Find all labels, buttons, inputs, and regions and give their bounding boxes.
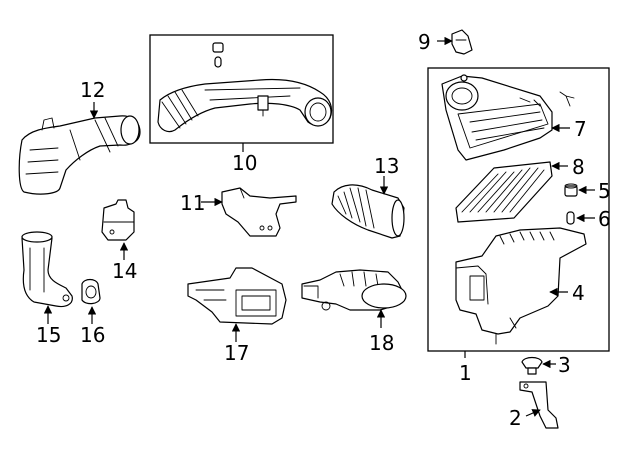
part-3-grommet [521, 356, 543, 375]
callout-13: 13 [374, 154, 399, 178]
callout-2: 2 [509, 406, 522, 430]
callout-11: 11 [180, 191, 205, 215]
part-9-clip [451, 29, 473, 55]
callout-3: 3 [558, 353, 571, 377]
callout-16: 16 [80, 323, 105, 347]
part-15-inlet-pipe [21, 231, 73, 308]
callout-5: 5 [598, 179, 611, 203]
part-14-mount-bracket [101, 199, 135, 241]
part-11-bracket [221, 187, 297, 237]
part-5-grommet [564, 183, 578, 197]
part-18-sensor-housing [301, 269, 407, 311]
part-16-gasket [81, 278, 101, 305]
callout-1: 1 [459, 361, 472, 385]
callout-4: 4 [572, 281, 585, 305]
part-8-filter-element [455, 161, 553, 223]
callout-10: 10 [232, 151, 257, 175]
lead-2 [525, 409, 541, 417]
part-10-clip-top [212, 42, 224, 68]
part-6-insulator [566, 211, 575, 225]
callout-12: 12 [80, 78, 105, 102]
callout-18: 18 [369, 331, 394, 355]
callout-8: 8 [572, 155, 585, 179]
callout-15: 15 [36, 323, 61, 347]
part-12-resonator-hose [18, 115, 141, 195]
part-7-cleaner-cap [441, 74, 553, 161]
part-13-air-hose [331, 184, 405, 239]
callout-6: 6 [598, 207, 611, 231]
part-2-bracket [519, 381, 559, 429]
callout-7: 7 [574, 117, 587, 141]
callout-17: 17 [224, 341, 249, 365]
part-17-duct [187, 267, 287, 325]
group-frame-1 [427, 67, 610, 352]
callout-9: 9 [418, 30, 431, 54]
part-7-clamp [559, 91, 575, 107]
part-10-intake-duct [157, 78, 333, 133]
part-4-cleaner-case [455, 227, 587, 345]
group-frame-10 [149, 34, 334, 144]
callout-14: 14 [112, 259, 137, 283]
